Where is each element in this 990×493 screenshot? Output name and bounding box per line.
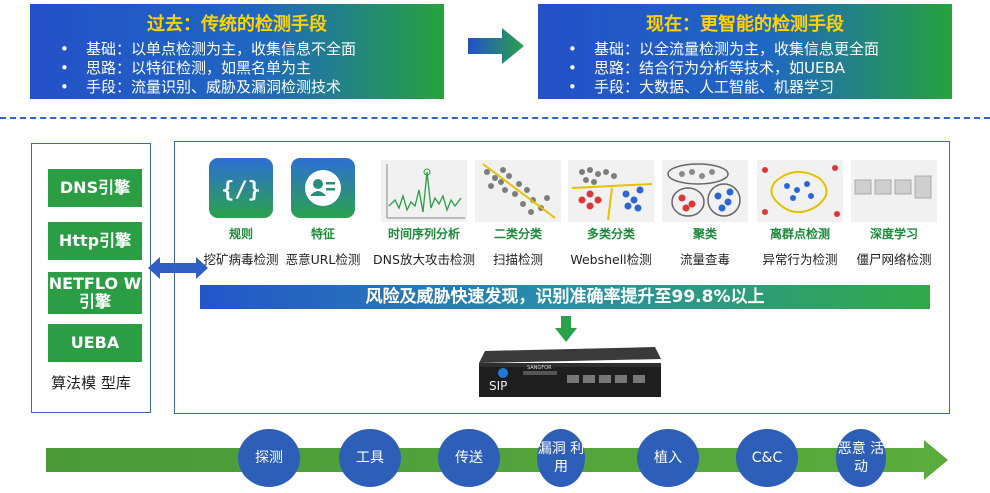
engine-library-box: DNS引擎 Http引擎 NETFLO W引擎 UEBA 算法模 型库 bbox=[31, 143, 151, 413]
dashed-divider bbox=[0, 117, 990, 119]
usecase-label: DNS放大攻击检测 bbox=[373, 252, 475, 267]
usecase-label: 扫描检测 bbox=[492, 252, 543, 267]
double-arrow-icon bbox=[148, 257, 208, 279]
method-label: 时间序列分析 bbox=[387, 227, 460, 241]
sip-device: SANGFOR SIP bbox=[475, 345, 665, 401]
kill-chain-stage: 探测 bbox=[238, 429, 300, 487]
clustering-icon bbox=[662, 160, 748, 222]
present-list: 基础：以全流量检测为主，收集信息更全面 思路：结合行为分析等技术，如UEBA 手… bbox=[568, 40, 879, 97]
present-title: 现在：更智能的检测手段 bbox=[646, 14, 844, 35]
svg-text:{/}: {/} bbox=[221, 178, 261, 203]
past-item: 思路：以特征检测，如黑名单为主 bbox=[60, 59, 356, 78]
usecase-label: 僵尸网络检测 bbox=[856, 252, 932, 267]
past-item: 基础：以单点检测为主，收集信息不全面 bbox=[60, 40, 356, 59]
present-panel: 现在：更智能的检测手段 基础：以全流量检测为主，收集信息更全面 思路：结合行为分… bbox=[538, 4, 952, 99]
kill-chain-stage: 漏洞 利用 bbox=[537, 429, 585, 487]
kill-chain-stage: 传送 bbox=[438, 429, 500, 487]
kill-chain-stage: C&C bbox=[736, 429, 798, 487]
engine-http: Http引擎 bbox=[48, 222, 142, 260]
binary-classification-icon bbox=[475, 160, 561, 222]
usecase-label: 流量查毒 bbox=[679, 252, 730, 267]
device-label: SIP bbox=[489, 379, 508, 393]
method-label: 规则 bbox=[228, 227, 253, 241]
past-title: 过去：传统的检测手段 bbox=[147, 14, 327, 35]
library-label: 算法模 型库 bbox=[51, 374, 131, 392]
method-label: 离群点检测 bbox=[769, 227, 830, 241]
present-item: 手段：大数据、人工智能、机器学习 bbox=[568, 78, 879, 97]
outlier-detection-icon bbox=[757, 160, 843, 222]
usecase-label: 挖矿病毒检测 bbox=[203, 252, 279, 267]
present-item: 基础：以全流量检测为主，收集信息更全面 bbox=[568, 40, 879, 59]
present-item: 思路：结合行为分析等技术，如UEBA bbox=[568, 59, 879, 78]
id-card-icon bbox=[291, 158, 355, 218]
method-label: 二类分类 bbox=[493, 227, 542, 241]
method-label: 聚类 bbox=[692, 227, 717, 241]
multi-class-icon bbox=[568, 160, 654, 222]
detection-methods-box: {/} bbox=[174, 141, 950, 414]
past-list: 基础：以单点检测为主，收集信息不全面 思路：以特征检测，如黑名单为主 手段：流量… bbox=[60, 40, 356, 97]
past-item: 手段：流量识别、威胁及漏洞检测技术 bbox=[60, 78, 356, 97]
deep-learning-icon bbox=[851, 160, 937, 222]
code-icon: {/} bbox=[209, 158, 273, 218]
result-banner: 风险及威胁快速发现，识别准确率提升至99.8%以上 bbox=[200, 285, 930, 309]
method-label: 深度学习 bbox=[869, 227, 918, 241]
usecase-label: 异常行为检测 bbox=[762, 252, 838, 267]
method-label: 特征 bbox=[310, 227, 335, 241]
engine-ueba: UEBA bbox=[48, 324, 142, 362]
kill-chain-stage: 恶意 活动 bbox=[836, 429, 886, 487]
engine-dns: DNS引擎 bbox=[48, 169, 142, 207]
down-arrow-icon bbox=[555, 316, 577, 342]
usecase-label: Webshell检测 bbox=[570, 252, 652, 267]
right-arrow-icon bbox=[468, 28, 524, 64]
engine-netflow: NETFLO W引擎 bbox=[48, 272, 142, 314]
time-series-chart-icon bbox=[381, 160, 467, 222]
usecase-label: 恶意URL检测 bbox=[285, 252, 361, 267]
device-brand: SANGFOR bbox=[527, 365, 552, 371]
method-label: 多类分类 bbox=[586, 227, 635, 241]
kill-chain-stage: 工具 bbox=[339, 429, 401, 487]
past-panel: 过去：传统的检测手段 基础：以单点检测为主，收集信息不全面 思路：以特征检测，如… bbox=[30, 4, 444, 99]
kill-chain-stage: 植入 bbox=[637, 429, 699, 487]
